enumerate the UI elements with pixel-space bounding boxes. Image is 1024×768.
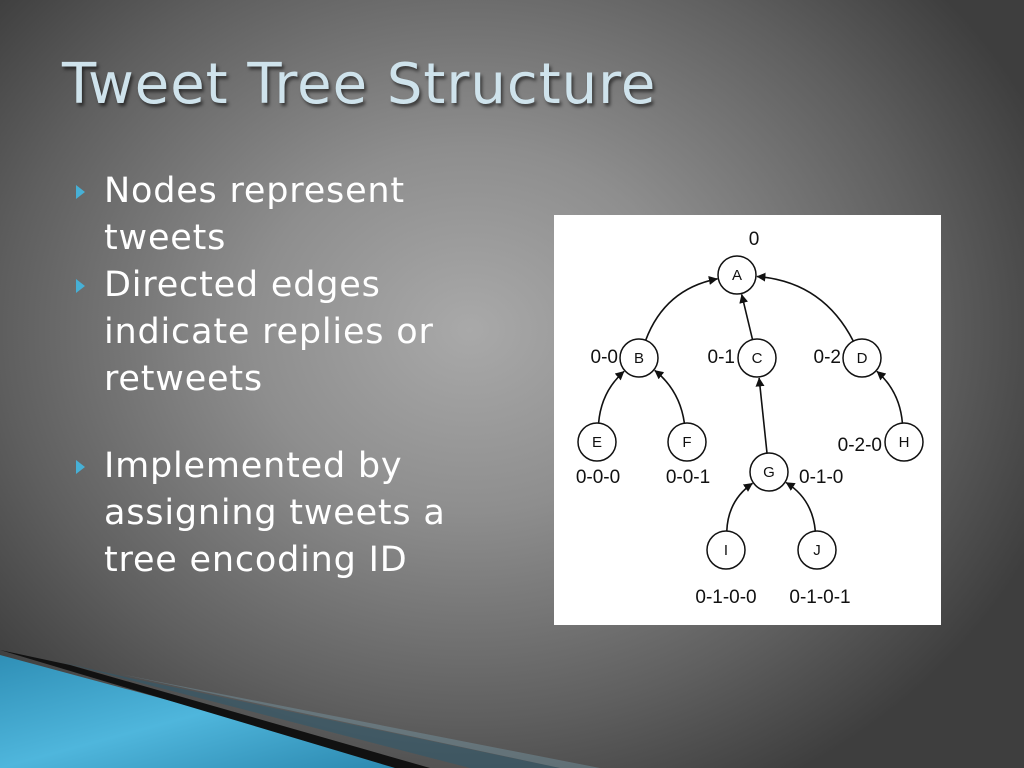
node-letter: J bbox=[813, 542, 821, 559]
edge-i-to-g bbox=[726, 482, 753, 532]
node-encoding-label: 0-0-0 bbox=[576, 467, 620, 488]
node-circle bbox=[737, 338, 777, 378]
edge-j-to-g bbox=[785, 481, 817, 532]
edge-d-to-a bbox=[756, 272, 855, 342]
bullet-text: Implemented by assigning tweets a tree e… bbox=[104, 446, 446, 580]
edge-b-to-a bbox=[644, 276, 718, 341]
tree-node-i: I 0-1-0-0 bbox=[695, 530, 757, 608]
node-circle bbox=[706, 530, 746, 570]
bullet-item: Implemented by assigning tweets a tree e… bbox=[74, 443, 484, 584]
triangle-bullet-icon bbox=[76, 460, 85, 474]
node-circle bbox=[619, 338, 659, 378]
node-letter: H bbox=[899, 434, 910, 451]
node-letter: D bbox=[857, 350, 868, 367]
node-encoding-label: 0-2 bbox=[814, 347, 841, 368]
node-encoding-label: 0-2-0 bbox=[838, 435, 882, 456]
bullet-item: Directed edges indicate replies or retwe… bbox=[74, 262, 484, 403]
bullet-text: Directed edges indicate replies or retwe… bbox=[104, 265, 434, 399]
node-circle bbox=[667, 422, 707, 462]
node-circle bbox=[842, 338, 882, 378]
node-letter: F bbox=[682, 434, 691, 451]
edge-g-to-c bbox=[755, 377, 768, 454]
bullet-list: Nodes represent tweets Directed edges in… bbox=[74, 168, 484, 584]
node-letter: A bbox=[732, 267, 742, 284]
node-letter: B bbox=[634, 350, 644, 367]
edge-f-to-b bbox=[654, 369, 686, 424]
node-letter: C bbox=[752, 350, 763, 367]
node-circle bbox=[749, 452, 789, 492]
tree-diagram: A0B 0-0 C 0-1 D 0-2E 0-0-0 F 0-0-1 G 0-1-0 H 0-2-0I 0… bbox=[576, 229, 924, 608]
tree-node-f: F 0-0-1 bbox=[666, 422, 710, 488]
node-letter: E bbox=[592, 434, 602, 451]
tree-node-j: J 0-1-0-1 bbox=[789, 530, 851, 608]
tree-node-e: E 0-0-0 bbox=[576, 422, 620, 488]
edge-h-to-d bbox=[876, 370, 904, 424]
node-encoding-label: 0-1-0-0 bbox=[695, 587, 756, 608]
node-encoding-label: 0-1-0 bbox=[799, 467, 843, 488]
node-encoding-label: 0 bbox=[749, 229, 760, 250]
node-encoding-label: 0-0-1 bbox=[666, 467, 710, 488]
triangle-bullet-icon bbox=[76, 279, 85, 293]
node-letter: G bbox=[763, 464, 775, 481]
node-encoding-label: 0-0 bbox=[591, 347, 618, 368]
node-letter: I bbox=[724, 542, 728, 559]
tree-node-c: C 0-1 bbox=[708, 338, 777, 378]
node-circle bbox=[577, 422, 617, 462]
tree-node-a: A0 bbox=[717, 229, 760, 295]
node-circle bbox=[717, 255, 757, 295]
tree-node-b: B 0-0 bbox=[591, 338, 659, 378]
node-encoding-label: 0-1-0-1 bbox=[789, 587, 850, 608]
triangle-bullet-icon bbox=[76, 185, 85, 199]
tree-node-g: G 0-1-0 bbox=[749, 452, 843, 492]
bullet-item: Nodes represent tweets bbox=[74, 168, 484, 262]
edge-e-to-b bbox=[597, 370, 625, 424]
edges-layer bbox=[597, 272, 904, 532]
slide-title: Tweet Tree Structure bbox=[62, 52, 657, 117]
bullet-text: Nodes represent tweets bbox=[104, 171, 405, 258]
tree-node-h: H 0-2-0 bbox=[838, 422, 924, 462]
node-circle bbox=[797, 530, 837, 570]
edge-c-to-a bbox=[739, 293, 754, 340]
tree-node-d: D 0-2 bbox=[814, 338, 882, 378]
nodes-layer: A0B 0-0 C 0-1 D 0-2E 0-0-0 F 0-0-1 G 0-1-0 H 0-2-0I 0… bbox=[576, 229, 924, 608]
node-circle bbox=[884, 422, 924, 462]
node-encoding-label: 0-1 bbox=[708, 347, 735, 368]
